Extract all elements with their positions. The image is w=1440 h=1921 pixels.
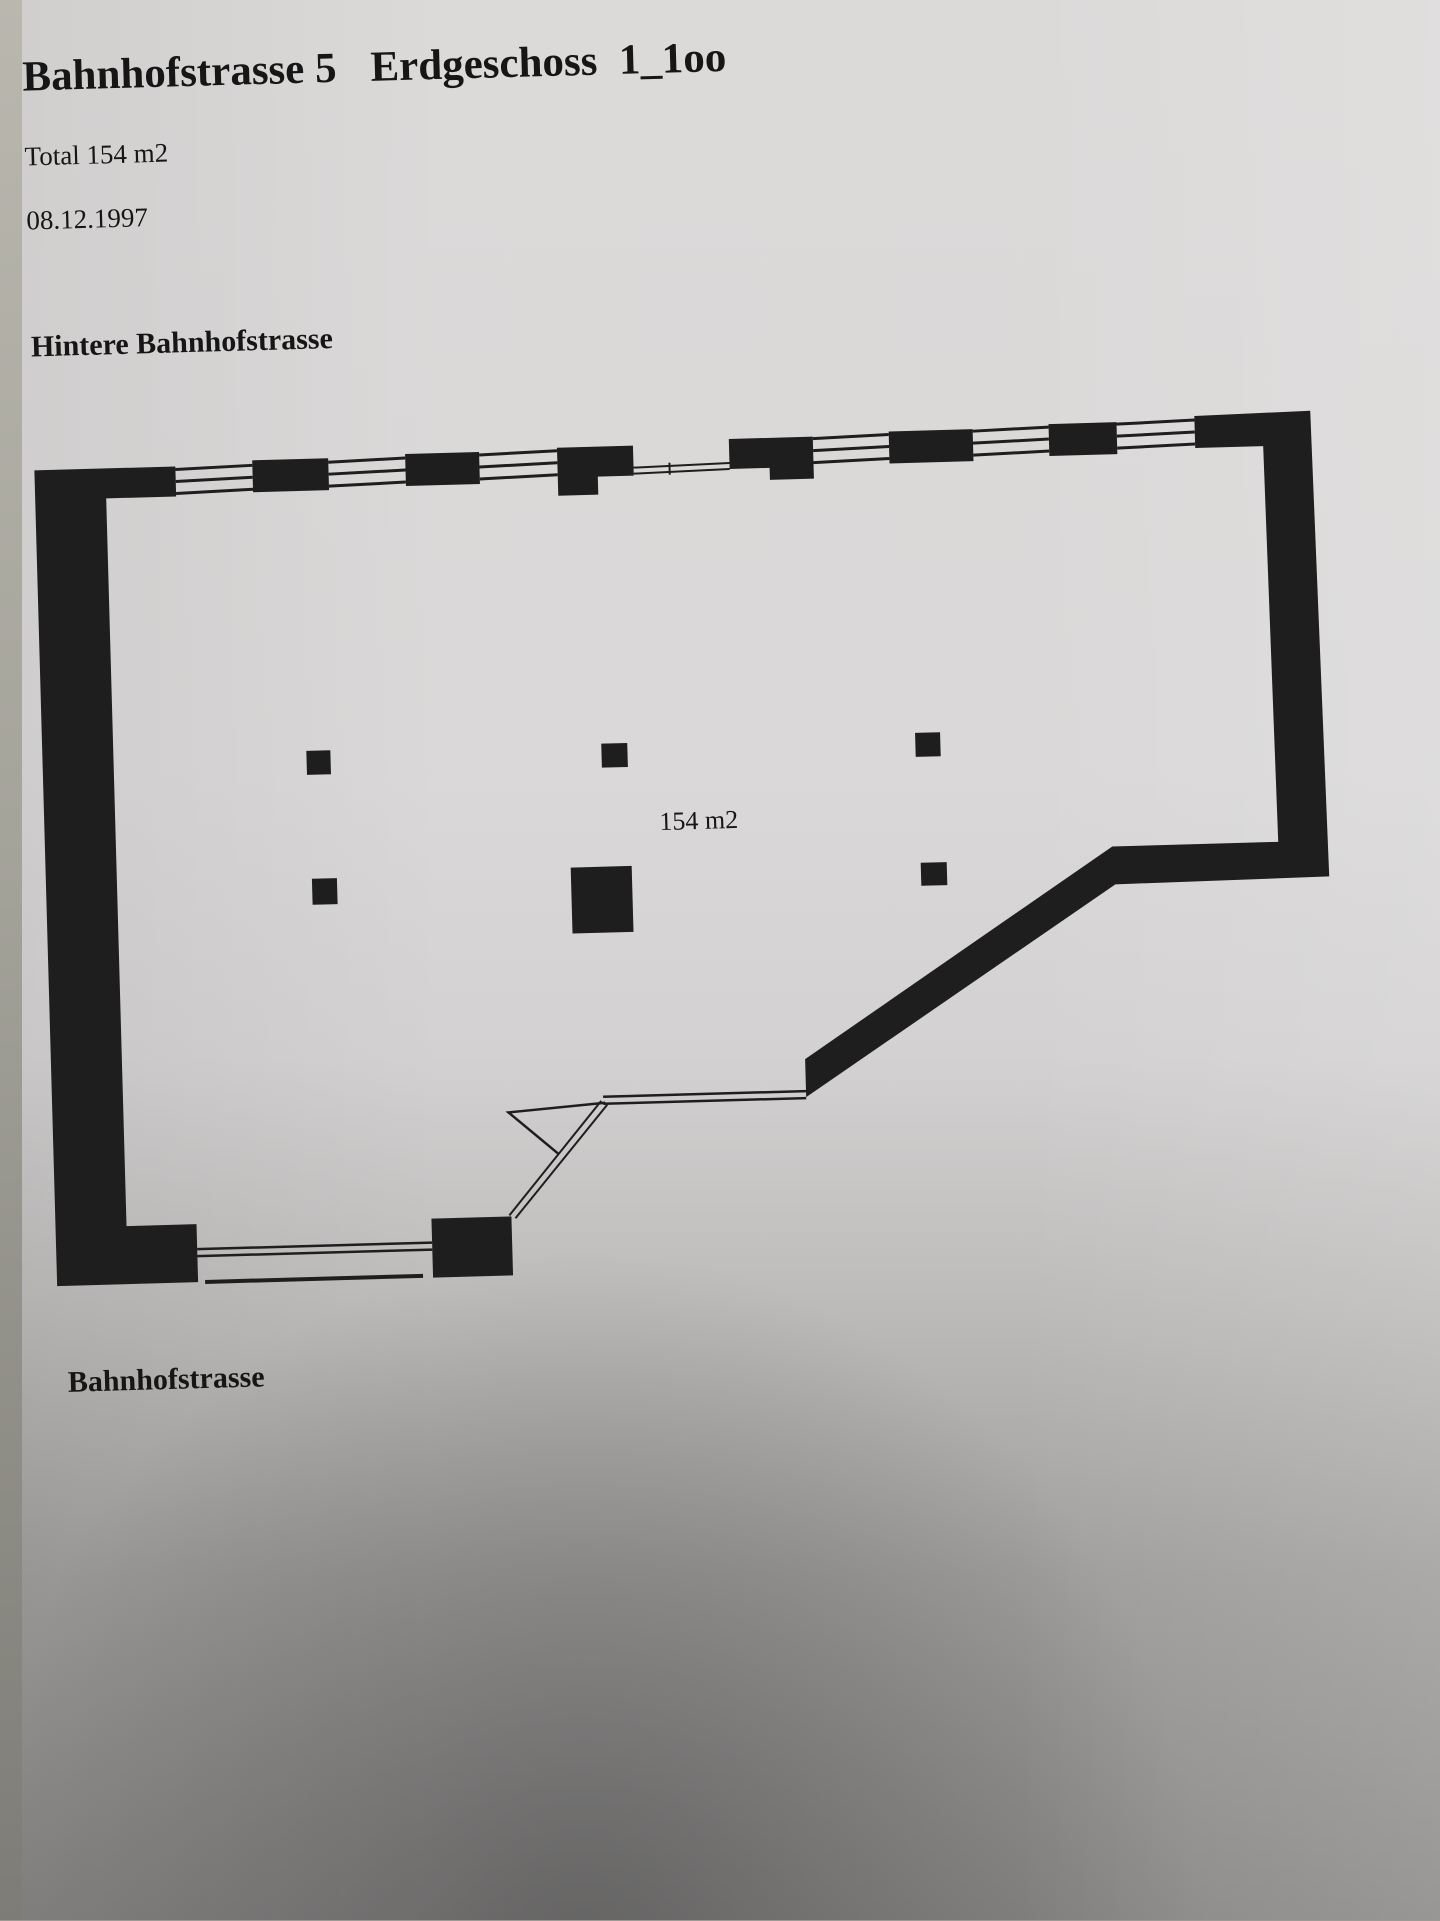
wall-pier xyxy=(729,437,814,481)
glazing-line xyxy=(603,1098,806,1104)
glazing-line xyxy=(603,1091,806,1097)
column-large xyxy=(571,866,634,934)
wall-pier xyxy=(1048,422,1117,456)
wall-pier xyxy=(252,458,329,492)
wall-pier xyxy=(405,452,480,486)
wall-left xyxy=(34,466,198,1286)
column xyxy=(921,862,948,886)
door-swing xyxy=(508,1103,606,1156)
wall-pier xyxy=(557,446,634,496)
glazing-line xyxy=(197,1243,432,1250)
entrance-door xyxy=(506,1101,604,1216)
street-label-bottom: Bahnhofstrasse xyxy=(67,1362,264,1397)
door-opening xyxy=(633,461,729,476)
column xyxy=(915,732,941,757)
columns xyxy=(306,732,948,941)
window xyxy=(175,465,253,493)
window xyxy=(479,451,558,479)
wall-right xyxy=(787,411,1335,1098)
room-area-label: 154 m2 xyxy=(659,807,738,835)
window xyxy=(813,435,890,463)
glazing-line xyxy=(197,1250,432,1257)
column xyxy=(601,743,628,768)
window xyxy=(973,427,1050,455)
column xyxy=(306,750,331,775)
wall-pier-bottom xyxy=(431,1216,513,1277)
walls xyxy=(34,411,1340,1288)
sill-line xyxy=(205,1276,423,1282)
column xyxy=(312,878,338,905)
window xyxy=(1116,420,1195,448)
entrance-door xyxy=(512,1105,610,1219)
wall-pier xyxy=(889,429,974,463)
window xyxy=(328,458,406,486)
